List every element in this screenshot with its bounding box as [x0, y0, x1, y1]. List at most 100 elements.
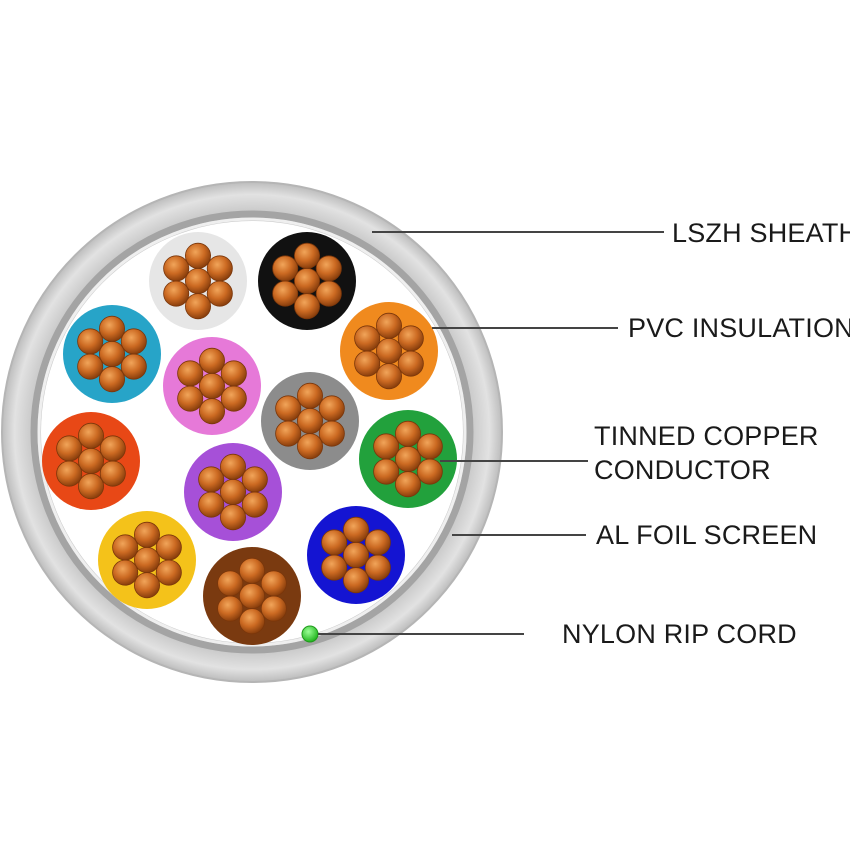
copper-strand	[217, 570, 244, 597]
copper-strand	[272, 255, 299, 282]
nylon-rip-cord	[301, 625, 319, 643]
copper-strand	[219, 478, 246, 505]
copper-strand	[397, 350, 424, 377]
copper-strand	[342, 516, 369, 543]
copper-strand	[394, 420, 421, 447]
copper-strand	[318, 395, 345, 422]
copper-strand	[198, 372, 225, 399]
copper-strand	[56, 435, 83, 462]
core-violet	[184, 443, 282, 541]
copper-strand	[163, 255, 190, 282]
copper-strand	[238, 583, 265, 610]
copper-strand	[238, 608, 265, 635]
copper-strand	[394, 471, 421, 498]
copper-strand	[56, 460, 83, 487]
copper-strand	[163, 280, 190, 307]
copper-strand	[78, 447, 105, 474]
copper-strand	[99, 366, 126, 393]
copper-strand	[318, 420, 345, 447]
copper-strand	[238, 557, 265, 584]
core-navy	[307, 506, 405, 604]
label-pvc-insulation: PVC INSULATION	[628, 313, 850, 343]
copper-strand	[177, 360, 204, 387]
copper-strand	[112, 534, 139, 561]
core-pink	[163, 337, 261, 435]
copper-strand	[275, 420, 302, 447]
copper-strand	[177, 385, 204, 412]
copper-strand	[293, 242, 320, 269]
copper-strand	[416, 433, 443, 460]
copper-strand	[364, 529, 391, 556]
copper-strand	[293, 267, 320, 294]
copper-strand	[342, 542, 369, 569]
copper-strand	[375, 337, 402, 364]
copper-strand	[354, 350, 381, 377]
core-white	[149, 232, 247, 330]
copper-strand	[198, 466, 225, 493]
copper-strand	[99, 460, 126, 487]
copper-strand	[220, 360, 247, 387]
copper-strand	[112, 559, 139, 586]
copper-strand	[184, 242, 211, 269]
copper-strand	[217, 595, 244, 622]
copper-strand	[78, 422, 105, 449]
core-red	[42, 412, 140, 510]
copper-strand	[155, 534, 182, 561]
al-foil-screen	[30, 210, 474, 654]
copper-strand	[219, 504, 246, 531]
copper-strand	[394, 445, 421, 472]
copper-strand	[321, 554, 348, 581]
copper-strand	[184, 267, 211, 294]
copper-strand	[198, 398, 225, 425]
copper-strand	[315, 280, 342, 307]
copper-strand	[133, 521, 160, 548]
copper-strand	[260, 595, 287, 622]
label-lszh-sheath: LSZH SHEATH	[672, 218, 850, 248]
copper-strand	[120, 353, 147, 380]
core-group	[42, 232, 457, 645]
core-yellow	[98, 511, 196, 609]
copper-strand	[77, 353, 104, 380]
copper-strand	[99, 340, 126, 367]
copper-strand	[78, 473, 105, 500]
copper-strand	[296, 382, 323, 409]
copper-strand	[99, 435, 126, 462]
copper-strand	[293, 293, 320, 320]
copper-strand	[275, 395, 302, 422]
copper-strand	[272, 280, 299, 307]
copper-strand	[354, 325, 381, 352]
copper-strand	[416, 458, 443, 485]
core-brown	[203, 547, 301, 645]
copper-strand	[373, 433, 400, 460]
core-black	[258, 232, 356, 330]
copper-strand	[77, 328, 104, 355]
copper-strand	[206, 255, 233, 282]
copper-strand	[321, 529, 348, 556]
copper-strand	[373, 458, 400, 485]
copper-strand	[120, 328, 147, 355]
label-conductor-line-1: TINNED COPPER	[594, 421, 819, 451]
copper-strand	[315, 255, 342, 282]
copper-strand	[184, 293, 211, 320]
copper-strand	[99, 315, 126, 342]
copper-strand	[296, 407, 323, 434]
copper-strand	[296, 433, 323, 460]
core-orange	[340, 302, 438, 400]
copper-strand	[206, 280, 233, 307]
copper-strand	[198, 491, 225, 518]
core-green	[359, 410, 457, 508]
label-al-foil-screen: AL FOIL SCREEN	[596, 520, 818, 550]
label-conductor-line-2: CONDUCTOR	[594, 455, 771, 485]
copper-strand	[133, 547, 160, 574]
copper-strand	[342, 567, 369, 594]
core-grey	[261, 372, 359, 470]
core-blue	[63, 305, 161, 403]
copper-strand	[241, 466, 268, 493]
copper-strand	[133, 572, 160, 599]
label-tinned-copper-conductor: TINNED COPPER CONDUCTOR	[594, 419, 819, 487]
copper-strand	[220, 385, 247, 412]
copper-strand	[397, 325, 424, 352]
copper-strand	[375, 363, 402, 390]
copper-strand	[375, 312, 402, 339]
copper-strand	[260, 570, 287, 597]
